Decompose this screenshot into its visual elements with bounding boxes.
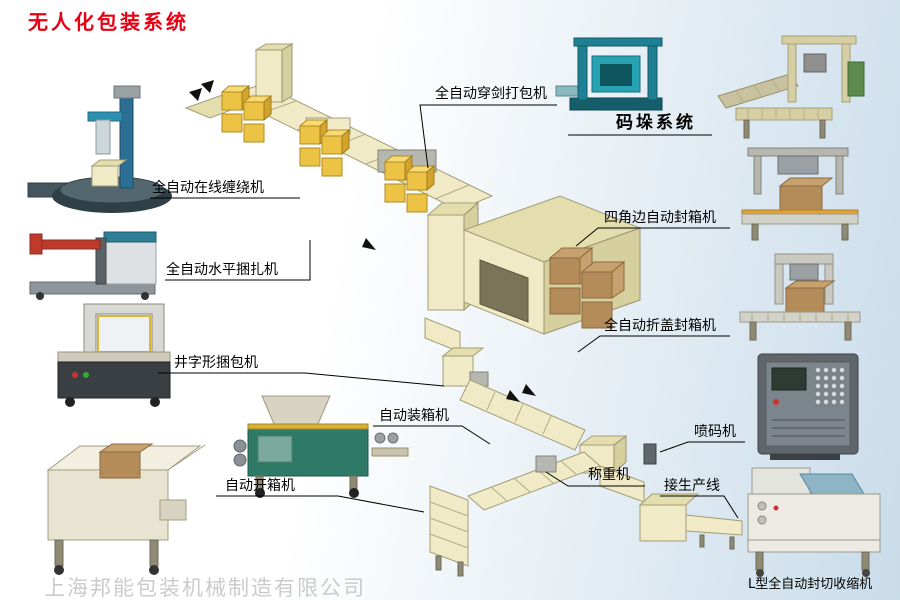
callout-lines bbox=[150, 104, 745, 519]
label-horizontal-strapping: 全自动水平捆扎机 bbox=[166, 262, 278, 278]
corner-sealing-machine bbox=[741, 147, 859, 241]
label-l-shrink-machine: L型全自动封切收缩机 bbox=[748, 577, 873, 592]
callout-line-strapping bbox=[419, 104, 557, 169]
central-packaging-plant bbox=[424, 195, 642, 387]
label-grid-strapping-machine: 井字形捆包机 bbox=[174, 355, 258, 371]
flow-arrow-icon bbox=[522, 384, 536, 396]
label-flap-sealing-machine: 全自动折盖封箱机 bbox=[604, 318, 716, 334]
label-production-line: 接生产线 bbox=[664, 478, 720, 494]
label-weighing-machine: 称重机 bbox=[588, 467, 630, 483]
callout-line-corner-sealing bbox=[575, 227, 730, 247]
top-conveyor-with-cartons bbox=[220, 43, 494, 250]
carton-stack bbox=[220, 84, 273, 143]
watermark: 上海邦能包装机械制造有限公司 bbox=[44, 576, 366, 600]
label-inline-wrapping-machine: 全自动在线缠绕机 bbox=[152, 180, 264, 196]
inkjet-printer bbox=[757, 353, 859, 460]
label-case-opening-machine: 自动开箱机 bbox=[225, 478, 295, 494]
label-strapping-machine: 全自动穿剑打包机 bbox=[435, 86, 547, 102]
l-sealer-shrink-machine bbox=[747, 467, 881, 577]
palletizer-small bbox=[555, 37, 663, 111]
flow-arrow-icon bbox=[189, 88, 202, 101]
label-palletizing-system: 码垛系统 bbox=[616, 113, 696, 133]
brown-carton-stack bbox=[548, 246, 626, 329]
pallet-wrapping-machine bbox=[27, 85, 172, 213]
case-opening-machine bbox=[46, 443, 206, 575]
weighing-unit bbox=[535, 455, 557, 473]
flow-arrow-icon bbox=[201, 80, 214, 93]
callout-line-case-packing bbox=[373, 425, 491, 445]
callout-line-grid bbox=[158, 372, 445, 387]
label-inkjet-printer: 喷码机 bbox=[694, 424, 736, 440]
inkjet-head bbox=[643, 443, 657, 465]
callout-line-horizontal bbox=[165, 240, 311, 281]
case-packing-machine bbox=[233, 395, 409, 498]
callout-line-weighing bbox=[545, 471, 645, 487]
callout-line-inkjet bbox=[659, 441, 745, 453]
callout-line-production bbox=[660, 495, 739, 519]
bottom-conveyor-network bbox=[429, 379, 743, 577]
callout-line-opening bbox=[216, 495, 425, 513]
flap-sealing-machine bbox=[739, 253, 861, 341]
flow-arrow-icon bbox=[506, 390, 520, 402]
label-corner-sealing-machine: 四角边自动封箱机 bbox=[604, 210, 716, 226]
page-title: 无人化包装系统 bbox=[28, 10, 189, 34]
palletizer-large bbox=[717, 35, 865, 139]
carton-stack bbox=[298, 117, 351, 177]
flow-arrow-icon bbox=[362, 238, 376, 250]
carton-stack bbox=[377, 149, 437, 213]
callout-line-flap-sealing bbox=[577, 335, 730, 353]
grid-strapping-machine bbox=[57, 303, 171, 407]
label-case-packing-machine: 自动装箱机 bbox=[379, 408, 449, 424]
horizontal-strapping-machine bbox=[29, 231, 157, 300]
